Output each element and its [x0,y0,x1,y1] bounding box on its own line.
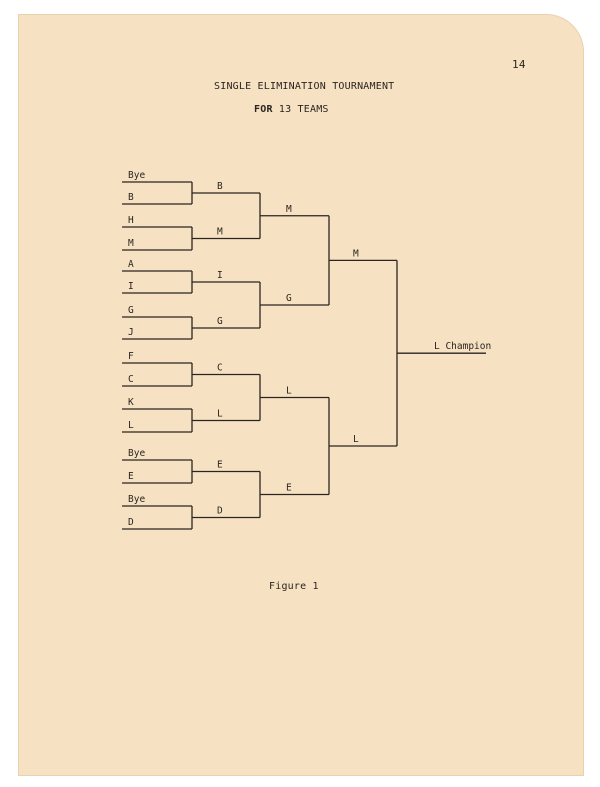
round2-team-label: D [217,506,223,517]
round1-team-label: Bye [128,170,145,181]
round3-team-label: G [286,293,292,304]
round1-team-label: E [128,471,134,482]
round1-team-label: Bye [128,494,145,505]
round1-team-label: K [128,397,134,408]
round1-team-label: G [128,305,134,316]
round1-team-label: Bye [128,448,145,459]
round1-team-label: D [128,517,134,528]
round2-team-label: E [217,460,223,471]
round2-team-label: G [217,316,223,327]
round1-team-label: M [128,238,134,249]
semifinal-team-label: M [353,248,359,259]
page-subtitle: FOR 13 TEAMS [254,104,329,116]
round1-team-label: H [128,215,134,226]
round2-team-label: I [217,270,223,281]
champion-label: L Champion [434,341,491,352]
round1-team-label: C [128,374,134,385]
semifinal-team-label: L [353,434,359,445]
paper-sheet: 14 SINGLE ELIMINATION TOURNAMENT FOR 13 … [18,14,584,776]
figure-caption: Figure 1 [269,581,319,592]
subtitle-bold: FOR [254,104,273,115]
subtitle-rest: 13 TEAMS [272,104,329,115]
round3-team-label: M [286,204,292,215]
round2-team-label: M [217,227,223,238]
round1-team-label: B [128,192,134,203]
round1-team-label: L [128,420,134,431]
round3-team-label: E [286,483,292,494]
round2-team-label: B [217,181,223,192]
round3-team-label: L [286,386,292,397]
round2-team-label: L [217,409,223,420]
round2-team-label: C [217,363,223,374]
round1-team-label: A [128,259,134,270]
page-number: 14 [512,58,526,71]
round1-team-label: J [128,327,134,338]
page-title: SINGLE ELIMINATION TOURNAMENT [214,81,395,92]
round1-team-label: F [128,351,134,362]
round1-team-label: I [128,281,134,292]
